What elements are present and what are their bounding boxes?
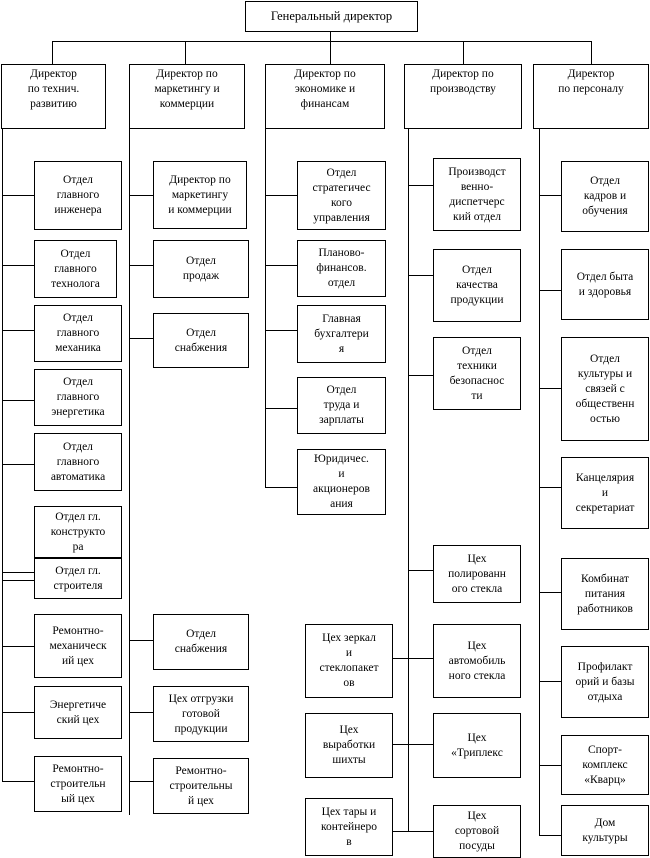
economics-h5 [265, 487, 297, 488]
quality-dept-box: Отдел качества продукции [433, 249, 521, 322]
production-h2 [408, 275, 433, 276]
drop-production [463, 41, 464, 64]
chief-power-engineer-dept-box: Отдел главного энергетика [34, 369, 122, 426]
repair-construction-shop-2-box: Ремонтно- строительны й цех [153, 758, 249, 814]
economics-h1 [265, 195, 297, 196]
personnel-h2 [539, 290, 561, 291]
production-h6 [393, 744, 433, 745]
personnel-h8 [539, 835, 561, 836]
labor-wages-dept-box: Отдел труда и зарплаты [297, 377, 386, 434]
personnel-h5 [539, 592, 561, 593]
sports-complex-box: Спорт- комплекс «Кварц» [561, 735, 649, 795]
supply-dept-box: Отдел снабжения [153, 313, 249, 368]
drop-personnel [591, 41, 592, 64]
chief-accounting-box: Главная бухгалтери я [297, 305, 386, 363]
economics-h2 [265, 265, 297, 266]
tech-h1 [2, 195, 34, 196]
personnel-h3 [539, 388, 561, 389]
marketing-director-sub-box: Директор по маркетингу и коммерции [153, 161, 247, 229]
tech-h9 [2, 712, 34, 713]
batch-production-shop-box: Цех выработки шихты [305, 713, 393, 778]
drop-economics [330, 41, 331, 64]
marketing-h5 [129, 712, 153, 713]
personnel-h1 [539, 195, 561, 196]
tableware-shop-box: Цех сортовой посуды [433, 805, 521, 858]
house-of-culture-box: Дом культуры [561, 805, 649, 856]
power-shop-box: Энергетиче ский цех [34, 686, 122, 739]
sanatorium-rest-bases-box: Профилакт орий и базы отдыха [561, 646, 649, 718]
tech-h6 [2, 572, 34, 573]
sales-dept-box: Отдел продаж [153, 240, 249, 298]
general-director-box: Генеральный директор [245, 1, 418, 32]
tech-h4 [2, 400, 34, 401]
marketing-h1 [129, 195, 153, 196]
economics-h3 [265, 330, 297, 331]
chief-builder-dept-box: Отдел гл. строителя [34, 558, 122, 599]
production-h5 [393, 658, 433, 659]
triplex-shop-box: Цех «Триплекс [433, 713, 521, 778]
hr-training-dept-box: Отдел кадров и обучения [561, 161, 649, 232]
legal-shareholder-dept-box: Юридичес. и акционеров ания [297, 449, 386, 515]
economics-h4 [265, 408, 297, 409]
supply-dept-2-box: Отдел снабжения [153, 614, 249, 670]
chancellery-secretariat-box: Канцелярия и секретариат [561, 457, 649, 529]
chief-engineer-dept-box: Отдел главного инженера [34, 161, 122, 230]
chief-automation-dept-box: Отдел главного автоматика [34, 433, 122, 491]
production-dispatch-dept-box: Производст венно- диспетчерс кий отдел [433, 158, 521, 231]
marketing-spine [129, 129, 130, 815]
repair-mechanical-shop-box: Ремонтно- механическ ий цех [34, 614, 122, 678]
director-tech-box: Директор по технич. развитию [1, 64, 106, 129]
production-spine [408, 129, 409, 832]
mirror-glazing-units-shop-box: Цех зеркал и стеклопакет ов [305, 624, 393, 698]
marketing-h2 [129, 265, 153, 266]
production-h7 [393, 831, 433, 832]
marketing-h3 [129, 338, 153, 339]
marketing-h6 [129, 781, 153, 782]
drop-tech [52, 41, 53, 64]
tech-spine [2, 129, 3, 781]
chief-designer-dept-box: Отдел гл. конструкто ра [34, 506, 122, 558]
personnel-h6 [539, 681, 561, 682]
tech-h3 [2, 330, 34, 331]
director-economics-box: Директор по экономике и финансам [265, 64, 385, 129]
automotive-glass-shop-box: Цех автомобиль ного стекла [433, 624, 521, 698]
production-h4 [408, 570, 433, 571]
personnel-spine [539, 129, 540, 835]
finished-goods-shipping-shop-box: Цех отгрузки готовой продукции [153, 686, 249, 742]
tech-h8 [2, 646, 34, 647]
economics-spine [265, 129, 266, 488]
tech-h7 [2, 580, 34, 581]
director-personnel-box: Директор по персоналу [533, 64, 649, 129]
tech-h10 [2, 781, 34, 782]
director-production-box: Директор по производству [404, 64, 522, 129]
repair-construction-shop-box: Ремонтно- строительн ый цех [34, 756, 122, 812]
ceo-connector [330, 31, 331, 42]
culture-public-relations-dept-box: Отдел культуры и связей с общественн ост… [561, 337, 649, 441]
production-h3 [408, 375, 433, 376]
director-marketing-box: Директор по маркетингу и коммерции [129, 64, 245, 129]
strategic-management-dept-box: Отдел стратегичес кого управления [297, 161, 386, 230]
planning-finance-dept-box: Планово- финансов. отдел [297, 240, 386, 297]
catering-plant-box: Комбинат питания работников [561, 558, 649, 630]
marketing-h4 [129, 640, 153, 641]
drop-marketing [185, 41, 186, 64]
welfare-health-dept-box: Отдел быта и здоровья [561, 249, 649, 320]
polished-glass-shop-box: Цех полированн ого стекла [433, 545, 521, 603]
containers-shop-box: Цех тары и контейнеро в [305, 798, 393, 856]
safety-dept-box: Отдел техники безопаснос ти [433, 337, 521, 410]
chief-mechanic-dept-box: Отдел главного механика [34, 305, 122, 362]
tech-h2 [2, 265, 34, 266]
personnel-h4 [539, 487, 561, 488]
personnel-h7 [539, 765, 561, 766]
director-bus [52, 41, 592, 42]
tech-h5 [2, 464, 34, 465]
chief-technologist-dept-box: Отдел главного технолога [34, 240, 117, 298]
production-h1 [408, 185, 433, 186]
